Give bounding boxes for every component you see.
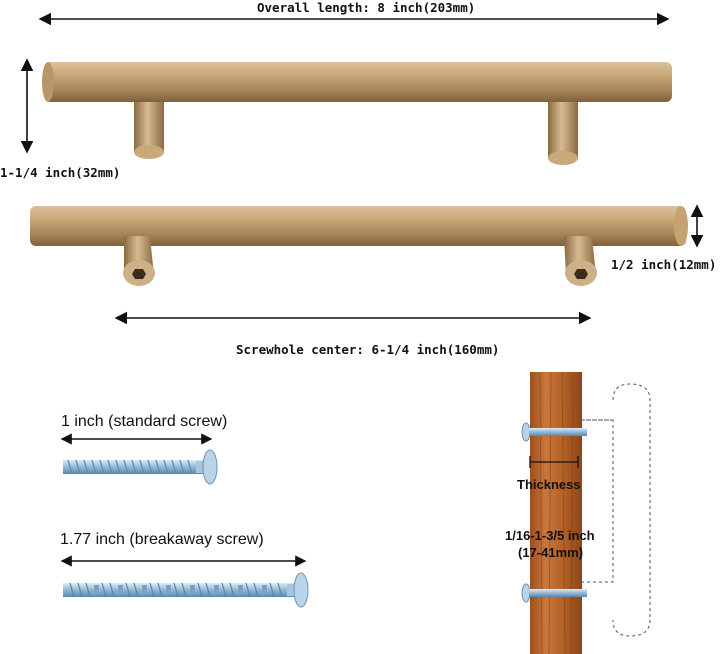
breakaway-screw [63,572,309,608]
range-mm-label: (17-41mm) [518,545,584,560]
screwhole-center-label: Screwhole center: 6-1/4 inch(160mm) [236,342,500,357]
top-handle [42,62,672,165]
diameter-label: 1/2 inch(12mm) [611,257,717,272]
height-label: 1-1/4 inch(32mm) [0,165,121,180]
mounting-diagram [521,371,651,654]
overall-length-label: Overall length: 8 inch(203mm) [255,0,478,15]
standard-screw-label: 1 inch (standard screw) [61,413,228,430]
standard-screw [63,449,218,485]
range-inch-label: 1/16-1-3/5 inch [505,528,595,543]
bottom-handle [30,206,688,286]
thickness-label: Thickness [517,477,581,492]
breakaway-screw-label: 1.77 inch (breakaway screw) [60,531,264,548]
